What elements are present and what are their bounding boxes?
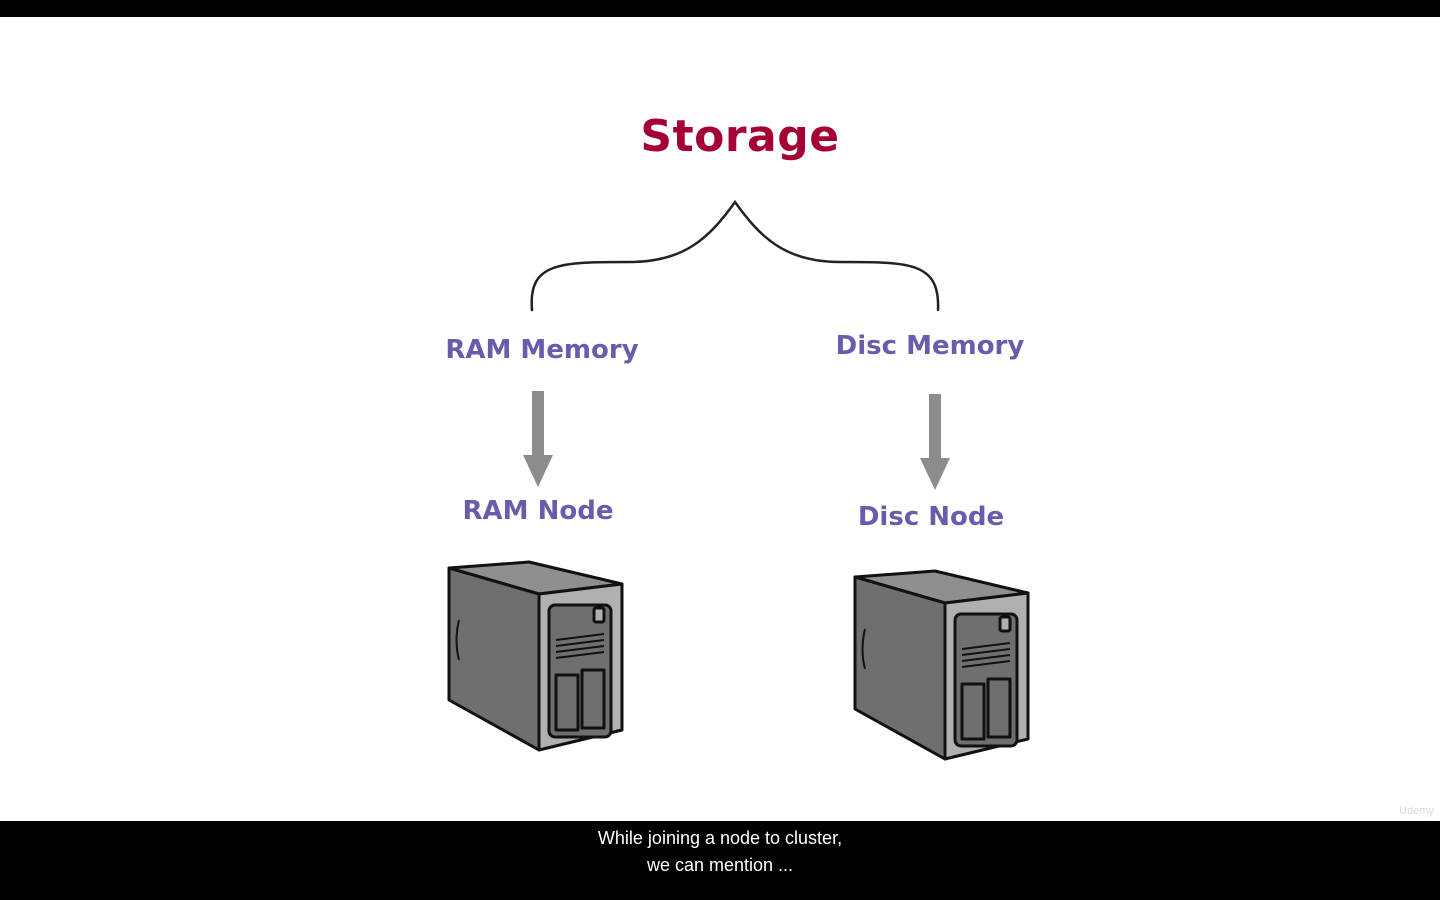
branch-brace bbox=[530, 199, 940, 312]
server-shape bbox=[447, 560, 624, 752]
arrow-down-icon bbox=[523, 391, 553, 487]
disc-node-label: Disc Node bbox=[857, 502, 1005, 532]
video-captions: While joining a node to cluster, we can … bbox=[0, 821, 1440, 900]
caption-line-1: While joining a node to cluster, bbox=[597, 828, 843, 848]
server-tower-icon bbox=[447, 560, 624, 752]
server-shape bbox=[853, 569, 1030, 761]
caption-line-2: we can mention ... bbox=[646, 855, 794, 875]
diagram-title: Storage bbox=[640, 111, 840, 162]
server-tower-icon bbox=[853, 569, 1030, 761]
brace-path bbox=[530, 199, 940, 312]
arrow-head bbox=[523, 455, 553, 487]
arrow-shaft bbox=[532, 391, 544, 457]
arrow-shaft bbox=[929, 394, 941, 460]
udemy-watermark: Udemy bbox=[1399, 805, 1434, 817]
ram-memory-label: RAM Memory bbox=[445, 335, 639, 365]
arrow-head bbox=[920, 458, 950, 490]
ram-node-label: RAM Node bbox=[462, 496, 614, 526]
slide-canvas: Storage RAM Memory Disc Memory RAM Node … bbox=[0, 17, 1440, 821]
disc-memory-label: Disc Memory bbox=[835, 331, 1025, 361]
arrow-down-icon bbox=[920, 394, 950, 490]
